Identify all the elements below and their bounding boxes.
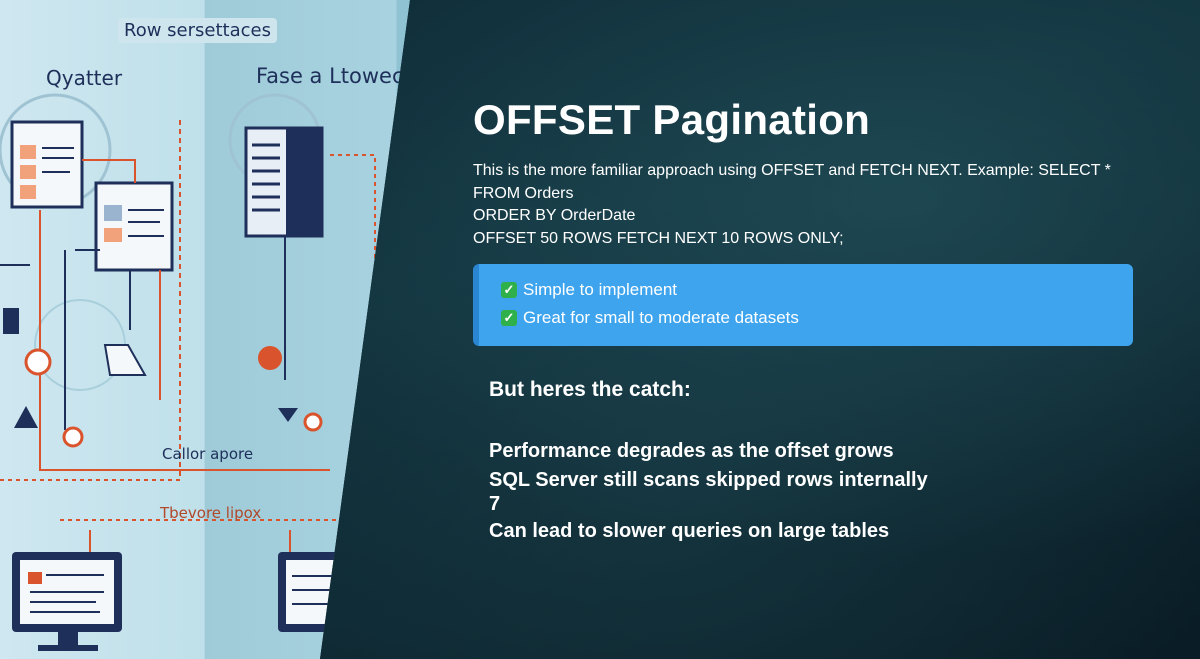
pro-item-label: Great for small to moderate datasets bbox=[523, 308, 799, 327]
illustration-label-middle: Callor apore bbox=[162, 445, 254, 463]
catch-heading: But heres the catch: bbox=[489, 378, 691, 401]
check-icon: ✓ bbox=[501, 282, 517, 298]
con-item: 7 bbox=[489, 493, 501, 515]
slide-description: This is the more familiar approach using… bbox=[473, 160, 1133, 250]
check-icon: ✓ bbox=[501, 310, 517, 326]
slide-title: OFFSET Pagination bbox=[473, 96, 871, 143]
description-line: ORDER BY OrderDate bbox=[473, 207, 636, 224]
illustration-label-left-header: Qyatter bbox=[46, 66, 123, 90]
pros-box: ✓ Simple to implement ✓ Great for small … bbox=[473, 264, 1133, 346]
description-line: FROM Orders bbox=[473, 184, 574, 202]
con-item: Performance degrades as the offset grows bbox=[489, 440, 894, 462]
pro-item: ✓ Great for small to moderate datasets bbox=[501, 308, 799, 328]
pro-item-label: Simple to implement bbox=[523, 280, 678, 299]
illustration-label-right-header: Fase a Ltowec bbox=[256, 64, 404, 88]
con-item: Can lead to slower queries on large tabl… bbox=[489, 520, 890, 542]
illustration-label-top: Row sersettaces bbox=[118, 18, 277, 43]
description-line: OFFSET 50 ROWS FETCH NEXT 10 ROWS ONLY; bbox=[473, 229, 844, 247]
con-item: SQL Server still scans skipped rows inte… bbox=[489, 469, 928, 491]
pro-item: ✓ Simple to implement bbox=[501, 280, 677, 300]
illustration-label-bottom: Tbevore lipox bbox=[160, 504, 262, 522]
description-line: This is the more familiar approach using… bbox=[473, 162, 1111, 179]
